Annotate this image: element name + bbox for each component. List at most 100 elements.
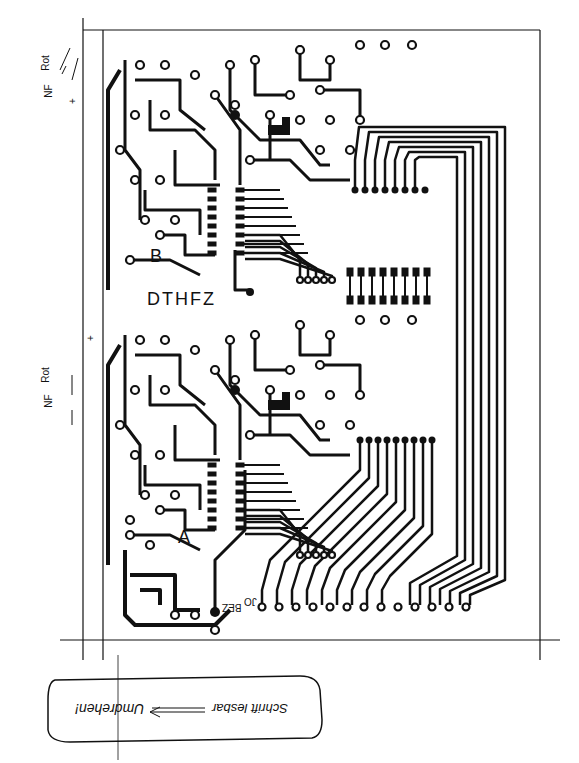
pad-ring bbox=[381, 316, 389, 324]
pad-rect bbox=[236, 197, 245, 202]
copper-track bbox=[160, 510, 215, 530]
note-box bbox=[48, 676, 322, 742]
pad-ring bbox=[251, 331, 259, 339]
pad-ring bbox=[310, 604, 317, 611]
pad-ring bbox=[316, 86, 324, 94]
pad-ring bbox=[321, 552, 327, 558]
pad-ring bbox=[326, 391, 334, 399]
pad-rect bbox=[413, 296, 420, 305]
pad-rect bbox=[236, 463, 245, 468]
copper-track bbox=[244, 491, 292, 493]
pad-ring bbox=[191, 611, 199, 619]
pad-filled bbox=[422, 187, 429, 194]
copper-track bbox=[145, 190, 200, 235]
wire-marks bbox=[60, 48, 78, 80]
pad-rect bbox=[208, 188, 217, 193]
copper-tracks bbox=[108, 45, 505, 625]
pad-filled bbox=[392, 187, 399, 194]
board-label: JO bbox=[244, 596, 257, 606]
pad-filled bbox=[420, 437, 427, 444]
pad-ring bbox=[313, 277, 319, 283]
copper-track bbox=[245, 259, 332, 278]
copper-track bbox=[292, 440, 378, 605]
copper-track bbox=[150, 100, 215, 180]
copper-track bbox=[175, 425, 220, 460]
pad-ring bbox=[326, 56, 334, 64]
pad-ring bbox=[446, 604, 453, 611]
pad-rect bbox=[236, 472, 245, 477]
board-label: NF bbox=[44, 84, 54, 97]
pad-ring bbox=[346, 146, 354, 154]
pad-rect bbox=[236, 242, 245, 247]
copper-track bbox=[250, 160, 350, 180]
pad-ring bbox=[329, 277, 335, 283]
pad-ring bbox=[296, 46, 304, 54]
pad-ring bbox=[296, 391, 304, 399]
pad-ring bbox=[356, 391, 364, 399]
pad-ring bbox=[378, 604, 385, 611]
pad-ring bbox=[305, 552, 311, 558]
pad-ring bbox=[316, 146, 324, 154]
pad-rect bbox=[208, 517, 217, 522]
board-label: + bbox=[86, 335, 96, 341]
pad-rect bbox=[391, 268, 398, 277]
copper-track bbox=[244, 189, 280, 191]
pad-ring bbox=[321, 277, 327, 283]
copper-track bbox=[140, 590, 160, 605]
sheet-frame bbox=[48, 18, 560, 760]
pad-rect bbox=[358, 296, 365, 305]
copper-track bbox=[269, 390, 272, 435]
pad-ring bbox=[408, 316, 416, 324]
copper-track bbox=[410, 157, 457, 605]
copper-track bbox=[245, 247, 316, 278]
copper-track bbox=[130, 575, 200, 610]
pad-ring bbox=[211, 366, 219, 374]
copper-track bbox=[352, 440, 414, 605]
copper-track bbox=[405, 152, 465, 605]
pad-rect bbox=[369, 268, 376, 277]
pad-rect bbox=[208, 206, 217, 211]
pad-rect bbox=[208, 508, 217, 513]
copper-track bbox=[235, 250, 250, 290]
pad-ring bbox=[116, 146, 124, 154]
pad-rect bbox=[380, 268, 387, 277]
pad-ring bbox=[191, 71, 199, 79]
copper-track bbox=[244, 207, 288, 209]
pad-rect bbox=[413, 268, 420, 277]
pad-ring bbox=[136, 336, 144, 344]
copper-track bbox=[230, 60, 330, 165]
pad-filled bbox=[357, 437, 364, 444]
pad-rect bbox=[208, 481, 217, 486]
pad-ring bbox=[116, 421, 124, 429]
pad-ring bbox=[171, 491, 179, 499]
pad-ring bbox=[356, 116, 364, 124]
pad-rect bbox=[236, 224, 245, 229]
pad-rect bbox=[236, 251, 245, 256]
pad-ring bbox=[463, 604, 470, 611]
board-label: A bbox=[178, 528, 190, 546]
pad-ring bbox=[266, 386, 274, 394]
board-label: + bbox=[68, 98, 78, 104]
copper-track bbox=[244, 482, 288, 484]
pad-ring bbox=[356, 316, 364, 324]
copper-track bbox=[244, 464, 280, 466]
pad-ring bbox=[246, 431, 254, 439]
pad-ring bbox=[171, 611, 179, 619]
copper-track bbox=[382, 440, 432, 605]
pad-filled bbox=[402, 437, 409, 444]
pad-ring bbox=[316, 361, 324, 369]
copper-track bbox=[215, 370, 240, 460]
pad-rect bbox=[236, 233, 245, 238]
pad-rect bbox=[358, 268, 365, 277]
pad-rect bbox=[402, 268, 409, 277]
pad-ring bbox=[231, 101, 239, 109]
pad-filled bbox=[352, 187, 359, 194]
board-label: Schrift lesbar bbox=[212, 702, 288, 715]
pad-ring bbox=[326, 331, 334, 339]
copper-track bbox=[244, 243, 304, 245]
pad-filled bbox=[382, 187, 389, 194]
pad-rect bbox=[208, 499, 217, 504]
board-label: NF bbox=[44, 394, 54, 407]
pad-rect bbox=[208, 242, 217, 247]
pad-ring bbox=[408, 41, 416, 49]
